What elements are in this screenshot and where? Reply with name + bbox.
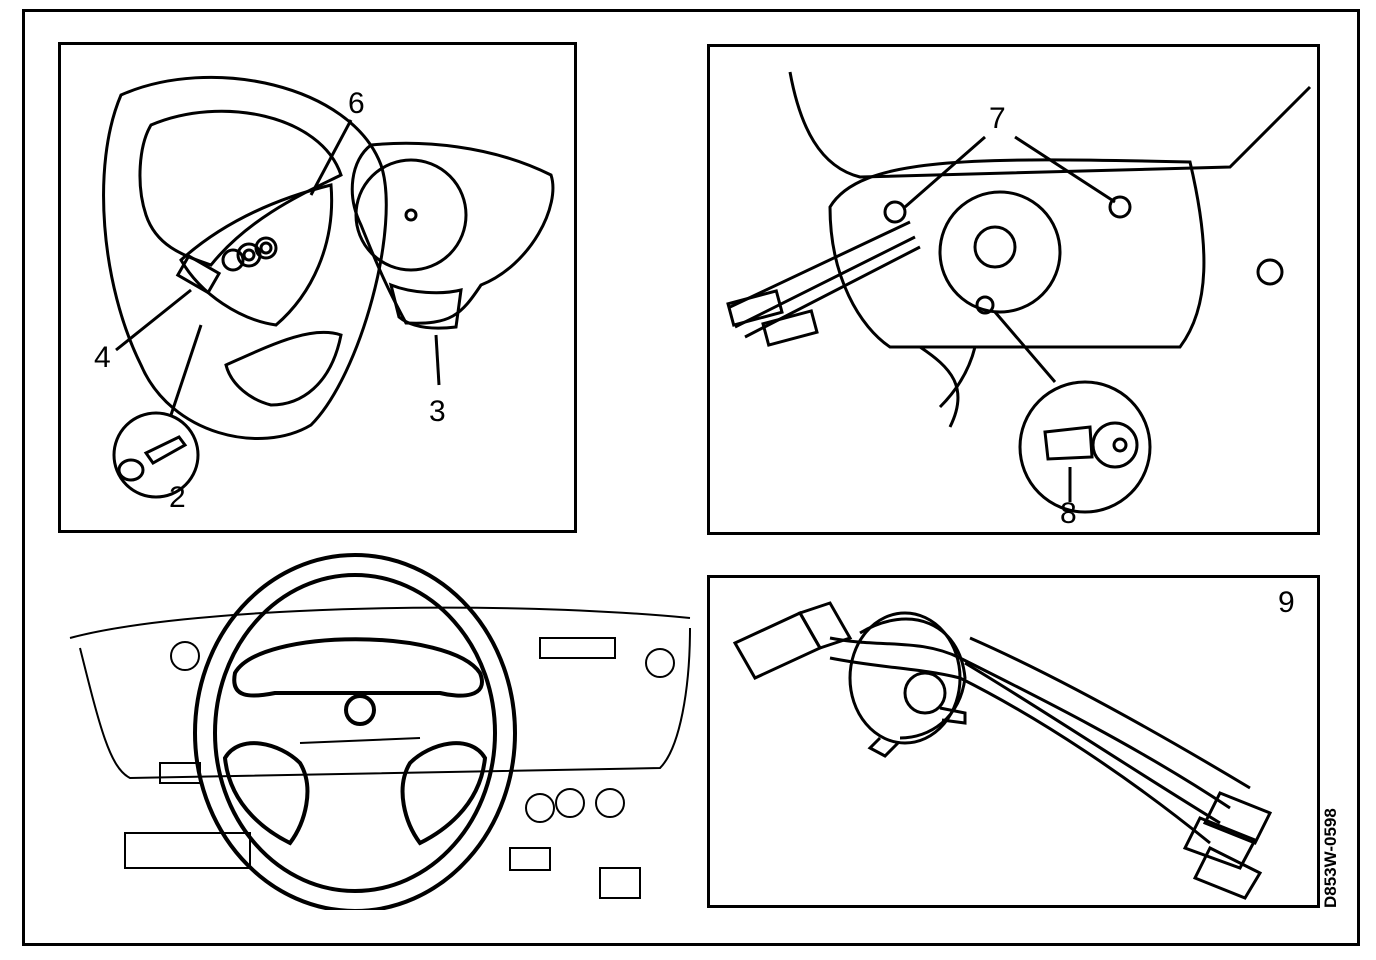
callout-2: 2 [169, 481, 186, 514]
contact-reel-illustration [732, 601, 1273, 900]
callout-3: 3 [429, 395, 446, 428]
steering-column-panel: 7 8 [707, 44, 1320, 535]
callout-7: 7 [989, 102, 1006, 135]
dashboard-illustration [69, 553, 691, 910]
callout-8: 8 [1060, 497, 1077, 530]
steering-column-illustration [726, 71, 1312, 514]
callout-9: 9 [1278, 586, 1295, 619]
dashboard-overview-panel [60, 548, 700, 910]
steering-wheel-airbag-illustration [102, 75, 555, 499]
steering-wheel-airbag-panel: 6 3 4 2 [58, 42, 577, 533]
contact-reel-panel: 9 [707, 575, 1320, 908]
callout-4: 4 [94, 341, 111, 374]
callout-6: 6 [348, 87, 365, 120]
document-code: D853W-0598 [1321, 808, 1340, 908]
figure-frame [22, 9, 1360, 946]
